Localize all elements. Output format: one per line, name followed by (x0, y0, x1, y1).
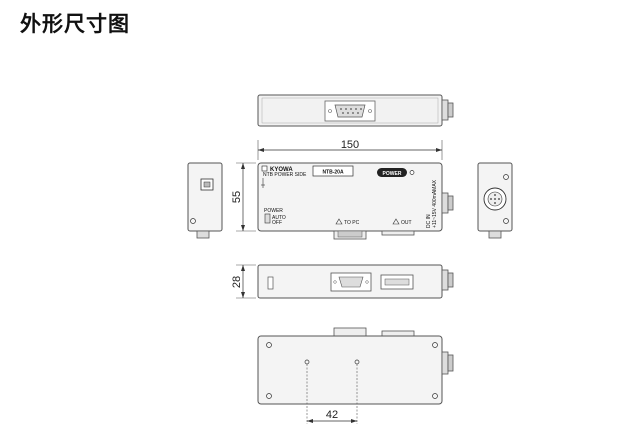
to-pc-label: TO PC (344, 220, 360, 226)
back-view (257, 264, 454, 299)
dim-42-label: 42 (326, 409, 338, 421)
bottom-view (257, 327, 454, 405)
dim-150-label: 150 (341, 139, 359, 151)
dc-in-label: DC IN (426, 214, 432, 228)
screw-icon (190, 218, 196, 224)
top-view (257, 94, 454, 127)
model-label: NTB-20A (322, 170, 344, 176)
page-title: 外形尺寸图 (20, 12, 130, 36)
ground-icon (261, 178, 265, 188)
height-dimension: 55 (231, 162, 256, 232)
voltage-label: +11~15V 400mAMAX (432, 179, 438, 228)
hole-pitch-dimension: 42 (306, 364, 358, 424)
front-view: KYOWA NTB POWER SIDE NTB-20A POWER POWER… (257, 162, 454, 240)
brand-label: KYOWA (270, 167, 293, 173)
power-switch-label: POWER (264, 208, 283, 214)
screw-icon (266, 342, 272, 348)
switch-off-label: OFF (272, 220, 282, 226)
screw-icon (503, 218, 509, 224)
warning-icon (392, 218, 400, 225)
power-badge-label: POWER (383, 171, 402, 177)
switch-auto-label: AUTO (272, 215, 286, 221)
right-side-view (477, 162, 513, 239)
out-label: OUT (401, 220, 412, 226)
warning-icon (335, 218, 343, 225)
screw-icon (432, 342, 438, 348)
dip-switch (267, 276, 274, 290)
screw-icon (432, 393, 438, 399)
dim-28-label: 28 (231, 276, 243, 288)
left-side-view (187, 162, 223, 239)
subtitle-label: NTB POWER SIDE (263, 172, 307, 178)
screw-icon (503, 174, 509, 180)
screw-icon (266, 393, 272, 399)
power-led-icon (409, 170, 415, 175)
power-switch (264, 213, 271, 224)
width-dimension: 150 (257, 139, 443, 160)
depth-dimension: 28 (231, 264, 256, 299)
brand-logo-icon (261, 165, 268, 172)
dim-55-label: 55 (231, 191, 243, 203)
power-badge (377, 168, 407, 177)
